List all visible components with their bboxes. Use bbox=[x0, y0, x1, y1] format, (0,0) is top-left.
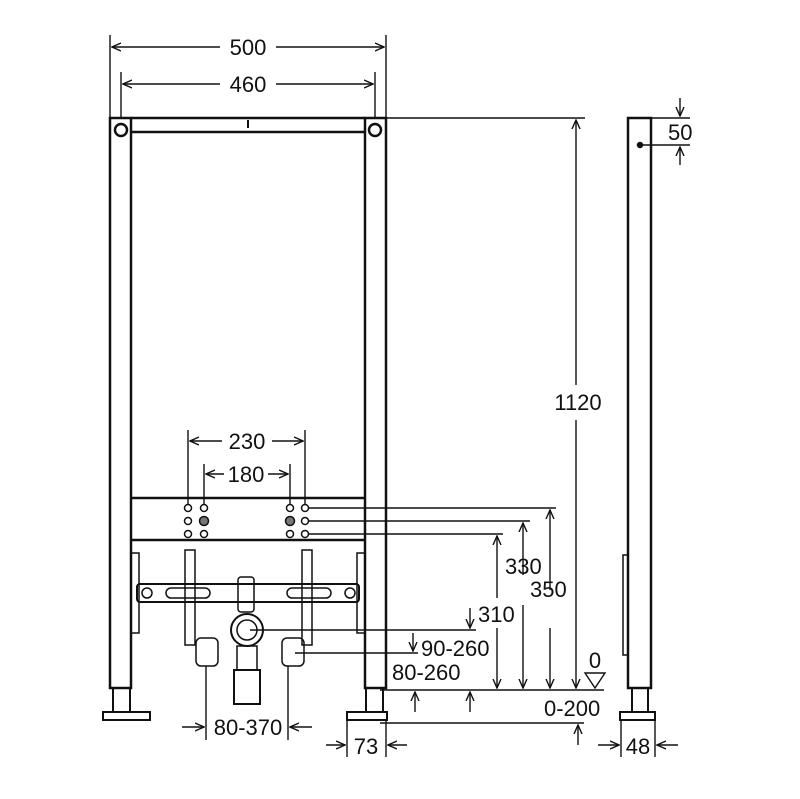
bracket-right bbox=[281, 637, 305, 667]
dim-depth: 48 bbox=[626, 734, 650, 759]
cross-bar bbox=[136, 583, 360, 603]
dim-bracket-spacing: 80-370 bbox=[214, 715, 283, 740]
dimension-lines bbox=[109, 35, 607, 757]
dim-350: 350 bbox=[530, 577, 567, 602]
left-post bbox=[108, 116, 133, 690]
side-view bbox=[619, 116, 656, 721]
mount-hole-left bbox=[113, 122, 129, 138]
side-dimensions bbox=[598, 98, 690, 757]
foot-plate-left bbox=[102, 711, 151, 721]
dim-foot-offset: 73 bbox=[354, 734, 378, 759]
bracket-left bbox=[195, 637, 219, 667]
dim-310: 310 bbox=[478, 602, 515, 627]
dim-overall-width: 500 bbox=[230, 35, 267, 60]
right-post bbox=[363, 116, 388, 690]
drain-pipe bbox=[233, 669, 261, 705]
foot-plate-right bbox=[346, 711, 388, 721]
dim-bracket-height: 80-260 bbox=[392, 660, 461, 685]
supply-holes bbox=[183, 503, 310, 539]
dim-post-spacing: 460 bbox=[230, 72, 267, 97]
dim-height: 1120 bbox=[554, 390, 601, 415]
dim-drain-height: 90-260 bbox=[421, 636, 490, 661]
dimension-labels: 500 460 230 180 1120 50 350 330 310 90-2… bbox=[214, 35, 693, 759]
dim-top-offset: 50 bbox=[668, 120, 692, 145]
dim-inner-supply: 180 bbox=[228, 462, 265, 487]
dim-outer-supply: 230 bbox=[229, 429, 266, 454]
floor-level-label: 0 bbox=[589, 648, 601, 673]
dim-330: 330 bbox=[505, 554, 542, 579]
dim-foot-adjust: 0-200 bbox=[544, 696, 600, 721]
mount-hole-right bbox=[367, 122, 383, 138]
